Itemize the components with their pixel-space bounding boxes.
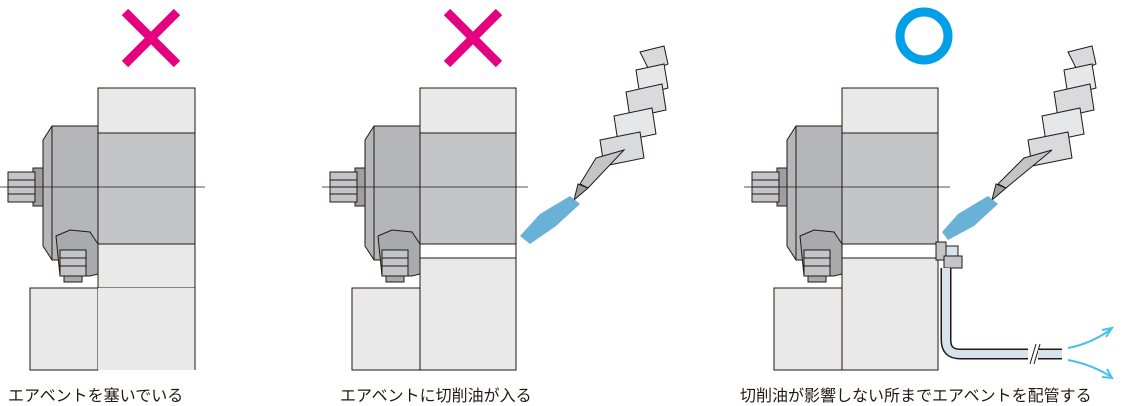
ng-mark-icon — [443, 8, 503, 68]
vent-passage — [419, 243, 517, 259]
vent-passage — [841, 243, 939, 259]
vent-fitting — [377, 229, 421, 283]
clamp-cylinder — [0, 125, 205, 261]
air-exhaust-arrows-icon — [1067, 326, 1115, 380]
vent-pipe — [940, 268, 1062, 365]
clamp-cylinder — [322, 125, 528, 261]
ng-mark-icon — [121, 8, 181, 68]
clamp-cylinder — [744, 125, 950, 261]
caption-panel-1: エアベントを塞いでいる — [8, 386, 184, 405]
vent-fitting — [55, 229, 99, 283]
pipe-elbow-fitting — [935, 241, 963, 269]
caption-panel-3: 切削油が影響しない所までエアベントを配管する — [740, 386, 1092, 405]
coolant-spray — [520, 196, 580, 244]
coolant-spray — [942, 196, 998, 240]
panel-coolant-enters-vent — [322, 8, 669, 371]
caption-panel-2: エアベントに切削油が入る — [340, 386, 532, 405]
ok-mark-icon — [895, 7, 953, 65]
vent-fitting — [799, 229, 843, 283]
coolant-nozzle — [991, 45, 1097, 202]
coolant-nozzle — [573, 45, 669, 202]
panel-piped-vent — [744, 7, 1115, 380]
panel-blocked-vent — [0, 8, 205, 371]
